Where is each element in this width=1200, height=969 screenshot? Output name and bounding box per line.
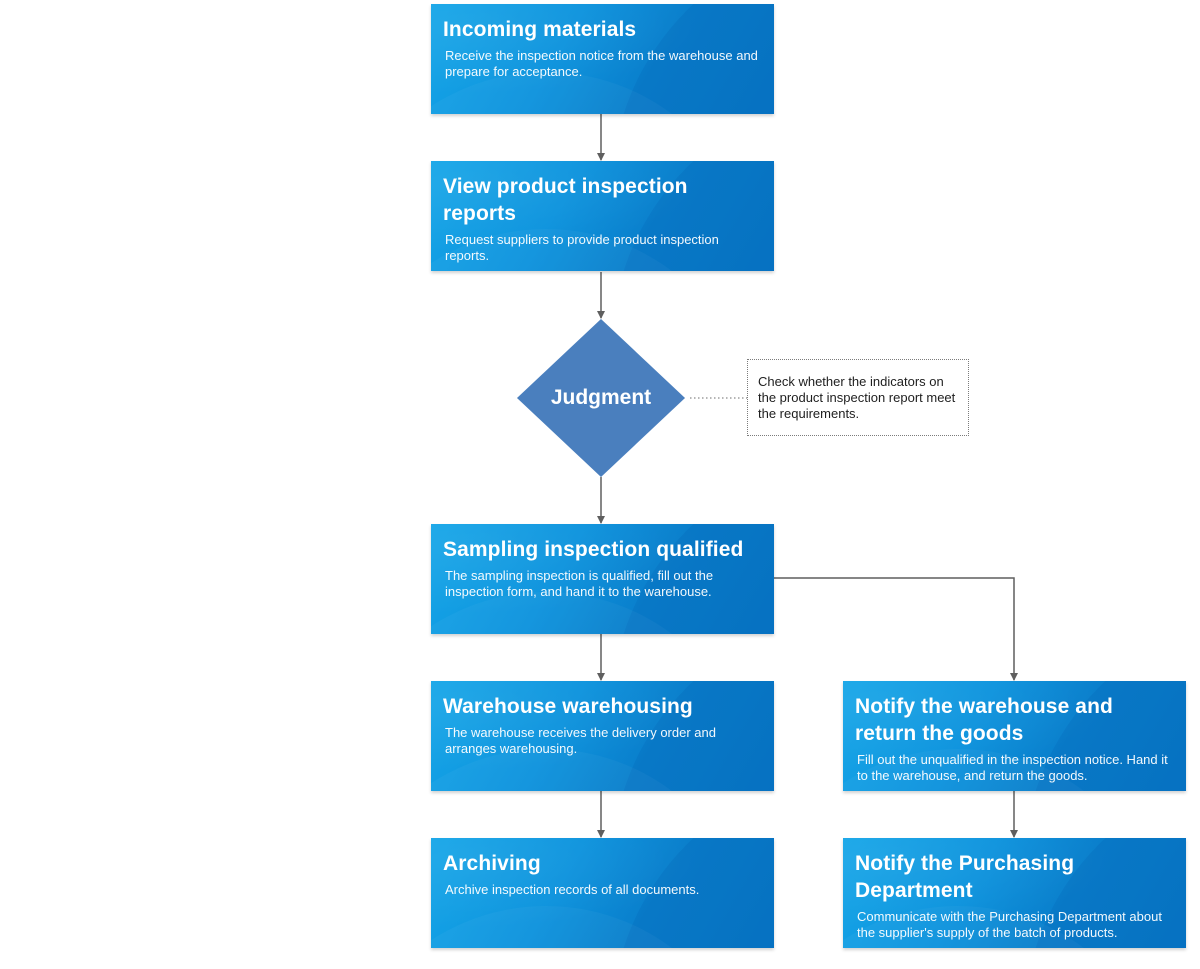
view-product-inspection-reports-title: View product inspection reports (443, 175, 688, 225)
sampling-inspection-qualified-description: The sampling inspection is qualified, fi… (445, 568, 714, 599)
incoming-materials-title: Incoming materials (443, 18, 637, 41)
notify-purchasing-department-description: Communicate with the Purchasing Departme… (857, 909, 1162, 940)
notify-purchasing-department-box: Notify the Purchasing Department Communi… (843, 838, 1186, 948)
judgment-label: Judgment (550, 386, 652, 409)
archiving-title: Archiving (443, 852, 541, 875)
judgment-annotation-box: Check whether the indicators on the prod… (747, 359, 969, 436)
notify-purchasing-department-title: Notify the Purchasing Department (855, 852, 1075, 902)
notify-warehouse-return-goods-box: Notify the warehouse and return the good… (843, 681, 1186, 791)
arrow-sampling-to-notify-warehouse (774, 577, 1018, 681)
warehouse-warehousing-box: Warehouse warehousing The warehouse rece… (431, 681, 774, 791)
archiving-box: Archiving Archive inspection records of … (431, 838, 774, 948)
view-product-inspection-reports-box: View product inspection reports Request … (431, 161, 774, 271)
incoming-materials-description: Receive the inspection notice from the w… (445, 48, 758, 79)
judgment-annotation-text: Check whether the indicators on the prod… (758, 374, 956, 421)
archiving-description: Archive inspection records of all docume… (445, 882, 700, 897)
warehouse-warehousing-description: The warehouse receives the delivery orde… (445, 725, 716, 756)
sampling-inspection-qualified-title: Sampling inspection qualified (443, 538, 744, 561)
notify-warehouse-return-goods-description: Fill out the unqualified in the inspecti… (857, 752, 1168, 783)
incoming-materials-box: Incoming materials Receive the inspectio… (431, 4, 774, 114)
notify-warehouse-return-goods-title: Notify the warehouse and return the good… (855, 695, 1113, 745)
sampling-inspection-qualified-box: Sampling inspection qualified The sampli… (431, 524, 774, 634)
warehouse-warehousing-title: Warehouse warehousing (443, 695, 693, 718)
view-product-inspection-reports-description: Request suppliers to provide product ins… (445, 232, 719, 263)
